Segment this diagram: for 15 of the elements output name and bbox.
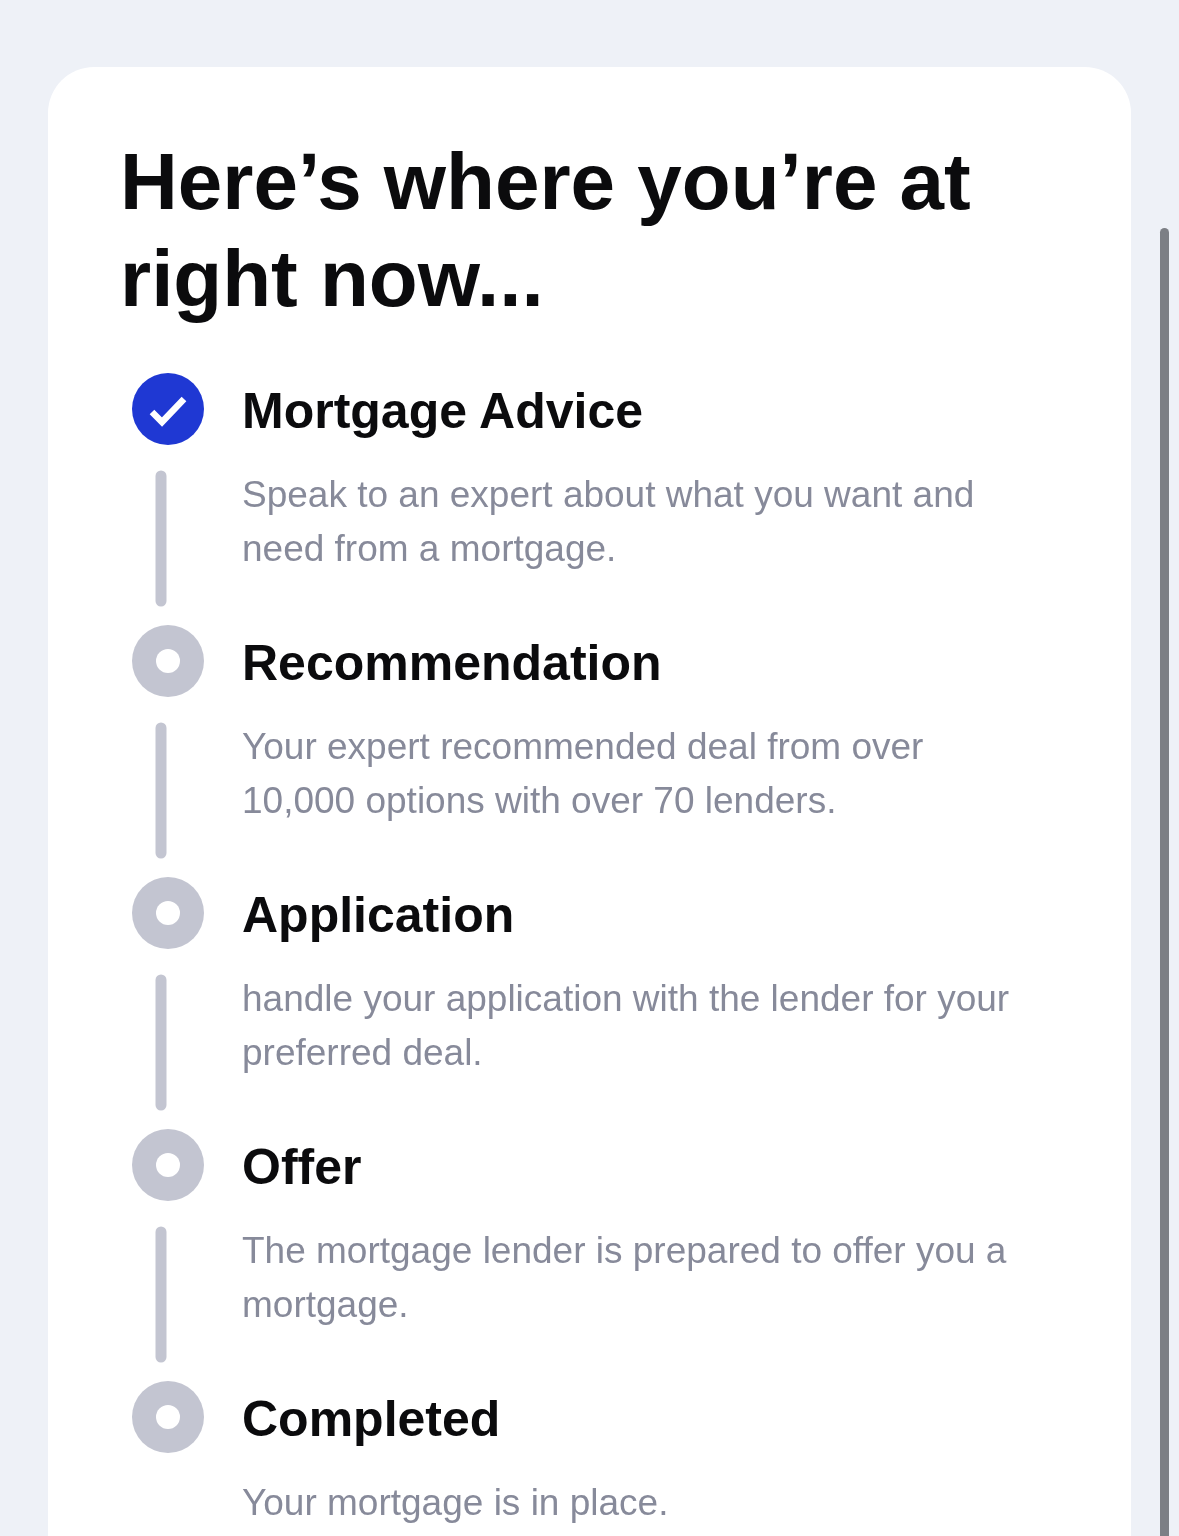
step-description: Your mortgage is in place. <box>242 1481 670 1525</box>
step-connector <box>155 470 167 607</box>
step-title: Offer <box>242 1138 363 1197</box>
step-connector <box>155 722 167 859</box>
step-description: The mortgage lender is prepared to offer you a mortgage. <box>242 1229 1008 1327</box>
step-title: Completed <box>242 1390 502 1449</box>
step-title: Application <box>242 886 516 945</box>
step-connector <box>155 974 167 1111</box>
step-title: Recommendation <box>242 634 663 693</box>
step-description: Your expert recommended deal from over 10,000 options with over 70 lenders. <box>242 725 925 823</box>
step-description: handle your application with the lender for your preferred deal. <box>242 977 1011 1075</box>
step-connector <box>155 1226 167 1363</box>
step-description: Speak to an expert about what you want and need from a mortgage. <box>242 473 976 571</box>
heading: Here’s where you’re at right now... <box>120 136 972 325</box>
step-title: Mortgage Advice <box>242 382 644 441</box>
